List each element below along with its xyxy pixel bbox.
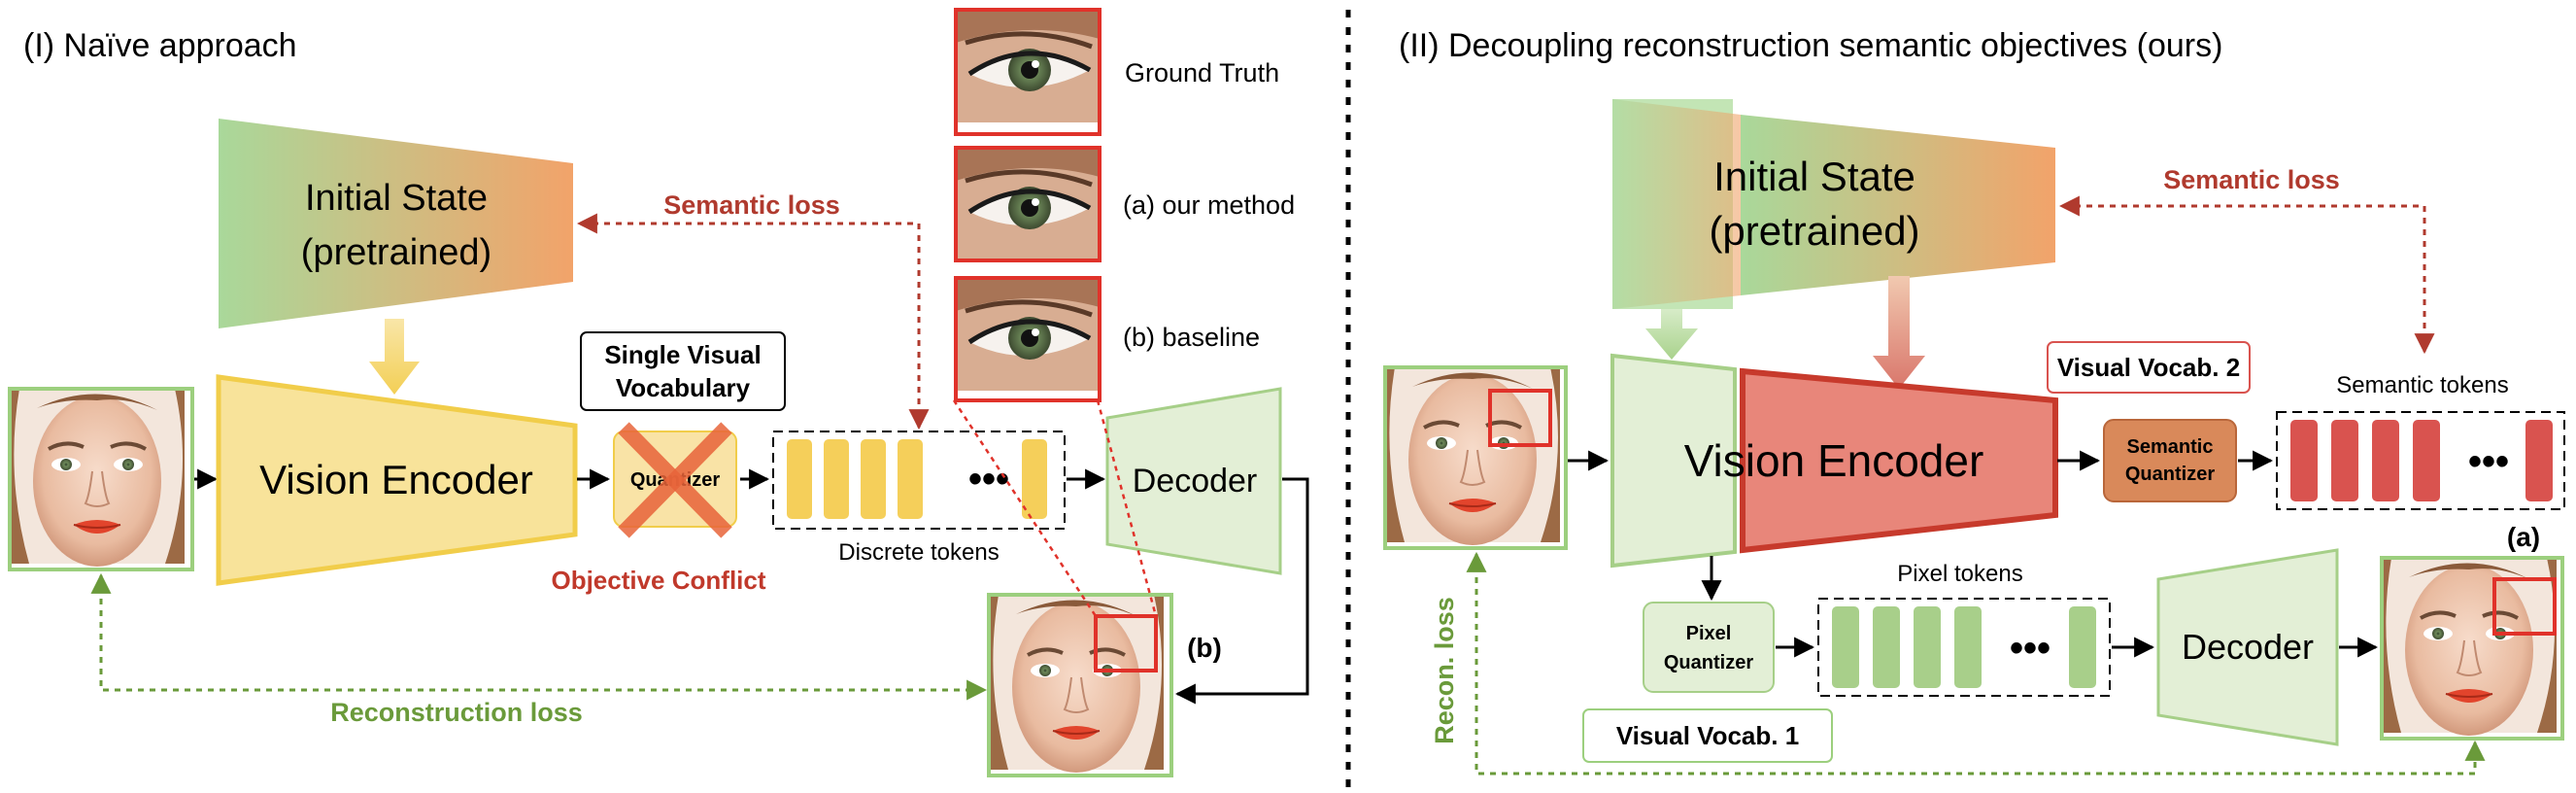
left-initial-state-line1: Initial State — [305, 178, 488, 219]
zoom-line-left — [952, 399, 1098, 617]
right-initial-state-line1: Initial State — [1713, 154, 1915, 199]
left-decoder — [1105, 387, 1282, 575]
pixel-tokens-label: Pixel tokens — [1897, 561, 2022, 587]
left-reconstructed-face-frame — [987, 593, 1173, 777]
marker-a-label: (a) — [2507, 522, 2540, 552]
discrete-token — [1022, 439, 1047, 519]
pixel-token — [1832, 606, 1859, 688]
objective-conflict-label: Objective Conflict — [551, 566, 765, 595]
baseline-eye — [956, 278, 1100, 391]
right-input-face — [1383, 365, 1562, 547]
zoom-line-right — [1096, 399, 1158, 617]
single-vocab-line1: Single Visual — [604, 340, 761, 369]
visual-vocab-2-label: Visual Vocab. 2 — [2057, 353, 2240, 382]
left-panel-title: (I) Naïve approach — [23, 27, 297, 64]
discrete-token — [824, 439, 849, 519]
right-vision-encoder-label: Vision Encoder — [1684, 435, 1984, 486]
semantic-quantizer-line2: Quantizer — [2125, 464, 2215, 485]
pixel-token — [1954, 606, 1982, 688]
left-semantic-loss-label: Semantic loss — [663, 190, 840, 220]
left-initial-state-block — [219, 119, 573, 328]
right-input-face-frame — [1383, 365, 1568, 550]
right-initial-state-line2: (pretrained) — [1709, 208, 1919, 254]
visual-vocab-1-label: Visual Vocab. 1 — [1616, 721, 1799, 750]
right-zoom-region — [2492, 577, 2557, 636]
right-initial-state-overlap — [1612, 99, 1741, 309]
ground-truth-label: Ground Truth — [1125, 58, 1279, 87]
left-decoder-output-arrow — [1174, 477, 1309, 705]
pixel-quantizer — [1643, 602, 1775, 693]
discrete-tokens-label: Discrete tokens — [838, 539, 999, 566]
our-method-label: (a) our method — [1123, 190, 1295, 220]
right-semantic-loss-arrow — [2058, 195, 2435, 355]
left-init-to-encoder-arrow — [369, 319, 420, 395]
left-semantic-loss-arrow — [576, 213, 930, 431]
ground-truth-eye-frame — [954, 8, 1102, 136]
right-panel-title: (II) Decoupling reconstruction semantic … — [1399, 27, 2222, 64]
semantic-token — [2525, 420, 2553, 501]
ground-truth-eye — [956, 10, 1100, 122]
recon-loss-label: Recon. loss — [1430, 597, 1459, 744]
semantic-quantizer — [2103, 419, 2237, 502]
semantic-quantizer-line1: Semantic — [2127, 436, 2214, 458]
right-recon-loss-arrow — [1466, 551, 2486, 776]
left-input-face-frame — [8, 387, 194, 571]
pixel-token — [1873, 606, 1900, 688]
left-zoom-region — [1094, 614, 1158, 672]
left-vision-encoder-label: Vision Encoder — [259, 457, 533, 502]
left-reconstruction-loss-arrow — [90, 572, 988, 701]
semantic-token — [2372, 420, 2399, 501]
right-input-zoom-region — [1488, 389, 1552, 447]
right-reconstructed-face — [2380, 556, 2559, 738]
left-initial-state-line2: (pretrained) — [301, 232, 491, 273]
semantic-encoder-block — [1740, 367, 2058, 554]
conflict-x-icon — [618, 422, 732, 538]
left-reconstructed-face — [987, 593, 1166, 775]
pixel-quantizer-line1: Pixel — [1686, 623, 1732, 644]
right-semantic-loss-label: Semantic loss — [2163, 165, 2340, 194]
our-method-eye — [956, 148, 1100, 260]
right-initial-state-block — [1741, 115, 2055, 295]
discrete-token — [898, 439, 923, 519]
semantic-token — [2331, 420, 2358, 501]
discrete-token-ellipsis: ••• — [968, 458, 1009, 500]
baseline-label: (b) baseline — [1123, 323, 1260, 352]
pixel-token-ellipsis: ••• — [2010, 627, 2051, 670]
semantic-token — [2413, 420, 2440, 501]
right-init-to-semantic-encoder-arrow — [1873, 276, 1925, 389]
reconstruction-loss-label: Reconstruction loss — [330, 698, 583, 727]
left-decoder-label: Decoder — [1133, 463, 1258, 500]
pixel-token — [1914, 606, 1941, 688]
semantic-tokens-label: Semantic tokens — [2336, 372, 2508, 398]
right-init-to-pixel-encoder-arrow — [1645, 309, 1698, 360]
visual-vocab-2-box — [2047, 341, 2251, 394]
single-vocab-line2: Vocabulary — [616, 373, 751, 402]
discrete-token — [787, 439, 812, 519]
right-decoder-label: Decoder — [2182, 627, 2314, 667]
marker-b-label: (b) — [1187, 633, 1222, 663]
our-method-eye-frame — [954, 146, 1102, 262]
left-vision-encoder — [216, 374, 578, 586]
discrete-tokens-box — [772, 431, 1066, 530]
semantic-token-ellipsis: ••• — [2468, 440, 2509, 483]
pixel-token — [2069, 606, 2096, 688]
discrete-token — [861, 439, 886, 519]
pixel-quantizer-line2: Quantizer — [1664, 652, 1753, 673]
baseline-eye-frame — [954, 276, 1102, 402]
semantic-token — [2290, 420, 2318, 501]
left-input-face — [8, 387, 186, 569]
semantic-tokens-box — [2276, 411, 2565, 510]
